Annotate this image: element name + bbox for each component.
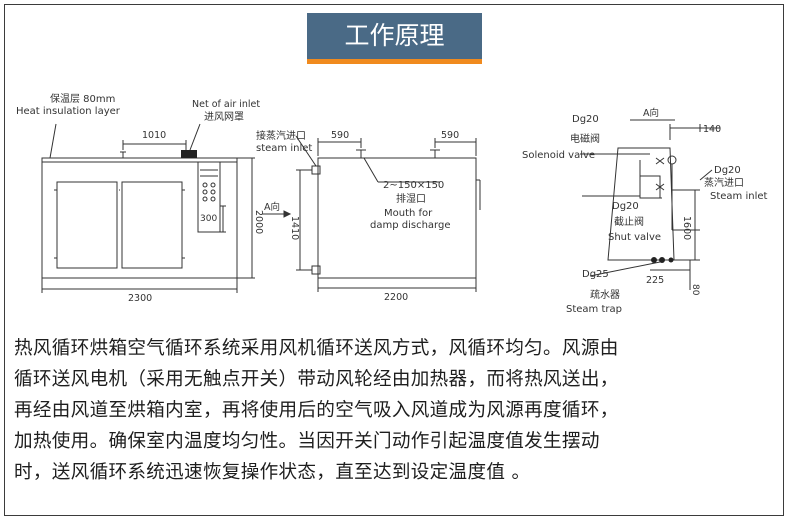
- front-right-door: [121, 181, 183, 269]
- page-frame: [4, 4, 784, 516]
- rear-dg-shut: Dg20: [612, 201, 639, 212]
- steam-trap-dot-3: [668, 257, 674, 263]
- shut-label-cn: 截止阀: [614, 215, 644, 228]
- steam-trap-dot-2: [659, 257, 665, 263]
- rear-dg-top: Dg20: [572, 114, 599, 125]
- damp-size-label: 2~150×150: [383, 180, 444, 191]
- dim-140: 140: [703, 124, 721, 135]
- dim-590-left: 590: [331, 130, 349, 141]
- dim-1010: 1010: [142, 130, 166, 141]
- trap-label-en: Steam trap: [566, 304, 622, 315]
- solenoid-valve-gauge: [667, 155, 677, 165]
- front-left-door: [56, 181, 118, 269]
- rear-steam-label-en: Steam inlet: [710, 191, 768, 202]
- steam-valve-symbol: [655, 183, 665, 191]
- dim-80: 80: [690, 284, 700, 296]
- page-title: 工作原理: [307, 13, 482, 59]
- solenoid-label-en: Solenoid valve: [522, 150, 595, 161]
- damp-label-cn: 排湿口: [396, 192, 426, 205]
- air-inlet-net: [181, 150, 197, 158]
- dim-1410: 1410: [289, 216, 300, 240]
- steam-trap-dot-1: [651, 257, 657, 263]
- dim-300: 300: [200, 214, 217, 224]
- dim-2300: 2300: [128, 293, 152, 304]
- dim-225: 225: [646, 275, 664, 286]
- dim-1600: 1600: [681, 216, 692, 240]
- description-line: 再经由风道至烘箱内室，再将使用后的空气吸入风道成为风源再度循环，: [14, 400, 619, 421]
- rear-direction-a: A向: [643, 107, 659, 119]
- rear-dg-steam: Dg20: [714, 165, 741, 176]
- side-steam-label-en: steam inlet: [256, 143, 312, 154]
- description-line: 时，送风循环系统迅速恢复操作状态，直至达到设定温度值 。: [14, 462, 531, 483]
- solenoid-valve-symbol: [655, 157, 665, 165]
- shut-label-en: Shut valve: [608, 232, 661, 243]
- description-text: 热风循环烘箱空气循环系统采用风机循环送风方式，风循环均匀。风源由 循环送风电机（…: [14, 333, 784, 488]
- air-inlet-label-cn: 进风网罩: [204, 111, 244, 123]
- side-steam-label-cn: 接蒸汽进口: [256, 129, 306, 142]
- trap-label-cn: 疏水器: [590, 288, 620, 301]
- description-line: 加热使用。确保室内温度均匀性。当因开关门动作引起温度值发生摆动: [14, 431, 600, 452]
- side-direction-a: A向: [264, 201, 280, 213]
- front-cabinet-outline: [41, 157, 238, 279]
- control-panel: [197, 161, 221, 233]
- oven-diagram: 保温层 80mm Heat insulation layer Net of ai…: [16, 92, 768, 315]
- dim-590-right: 590: [441, 130, 459, 141]
- title-underline: [307, 59, 482, 64]
- dim-2200: 2200: [384, 292, 408, 303]
- rear-steam-label-cn: 蒸汽进口: [704, 176, 744, 189]
- side-cabinet-outline: [317, 157, 477, 279]
- damp-label-en-1: Mouth for: [384, 208, 433, 219]
- description-line: 循环送风电机（采用无触点开关）带动风轮经由加热器，而将热风送出，: [14, 369, 619, 390]
- description-line: 热风循环烘箱空气循环系统采用风机循环送风方式，风循环均匀。风源由: [14, 338, 619, 359]
- solenoid-label-cn: 电磁阀: [570, 132, 600, 145]
- insulation-label-en: Heat insulation layer: [16, 106, 121, 117]
- insulation-label-cn: 保温层 80mm: [50, 92, 115, 105]
- air-inlet-label-en: Net of air inlet: [192, 99, 260, 110]
- dim-2000: 2000: [253, 210, 264, 234]
- rear-dg-trap: Dg25: [582, 269, 609, 280]
- direction-arrow: [283, 210, 292, 218]
- damp-label-en-2: damp discharge: [370, 220, 450, 231]
